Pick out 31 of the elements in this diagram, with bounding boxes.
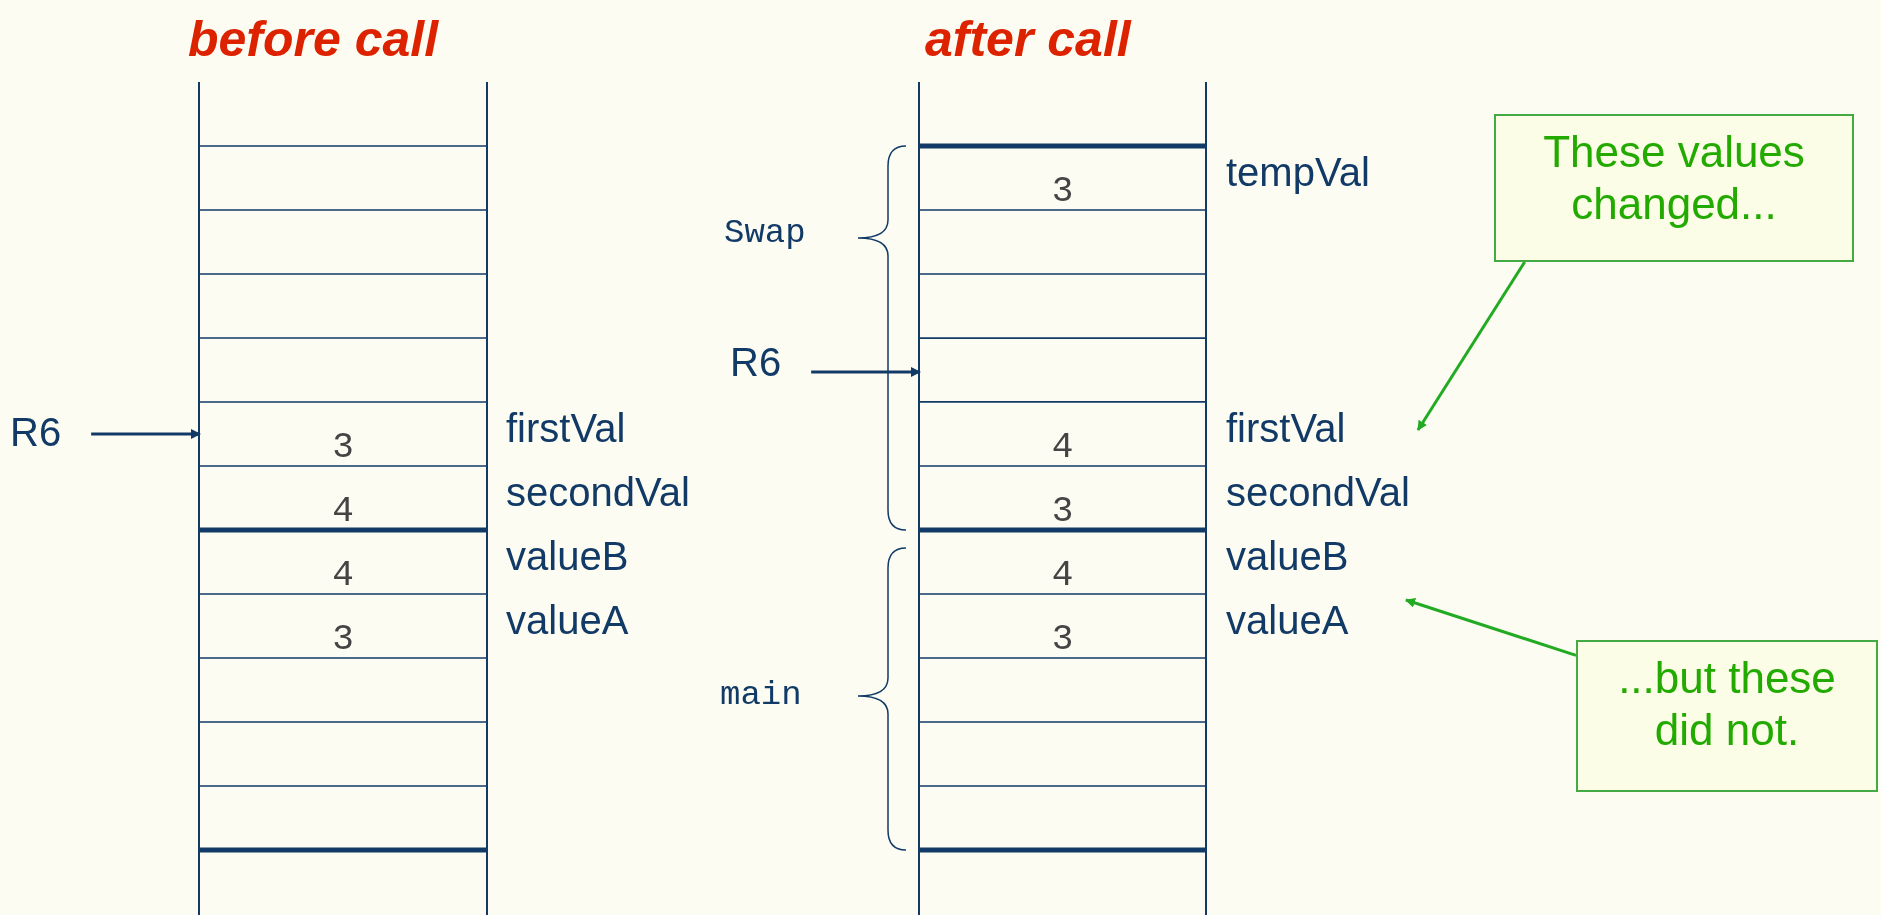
variable-name: firstVal [506, 406, 626, 450]
stack-cell: 3 [920, 469, 1205, 527]
frame-label: main [720, 676, 802, 714]
arrow [1405, 598, 1577, 657]
stack-cell: 4 [200, 469, 486, 527]
variable-name: valueA [1226, 598, 1349, 642]
stack-cell: 3 [920, 149, 1205, 207]
arrow [811, 367, 921, 377]
column-heading: after call [925, 10, 1131, 68]
stack-cell: 3 [200, 597, 486, 655]
variable-name: tempVal [1226, 150, 1370, 194]
variable-name: secondVal [1226, 470, 1410, 514]
stack-cell: 4 [920, 533, 1205, 591]
stack-cell: 3 [200, 405, 486, 463]
variable-name: valueB [1226, 534, 1349, 578]
empty-stack-cell [920, 338, 1205, 402]
variable-name: firstVal [1226, 406, 1346, 450]
arrow [91, 429, 201, 439]
register-label: R6 [10, 410, 62, 454]
arrow [1416, 261, 1526, 431]
frame-label: Swap [724, 214, 806, 252]
callout-box: ...but these did not. [1576, 640, 1878, 792]
stack-cell: 3 [920, 597, 1205, 655]
variable-name: valueA [506, 598, 629, 642]
variable-name: valueB [506, 534, 629, 578]
variable-name: secondVal [506, 470, 690, 514]
stack-cell: 4 [200, 533, 486, 591]
callout-box: These values changed... [1494, 114, 1854, 262]
column-heading: before call [188, 10, 439, 68]
register-label: R6 [730, 340, 782, 384]
stack-cell: 4 [920, 405, 1205, 463]
